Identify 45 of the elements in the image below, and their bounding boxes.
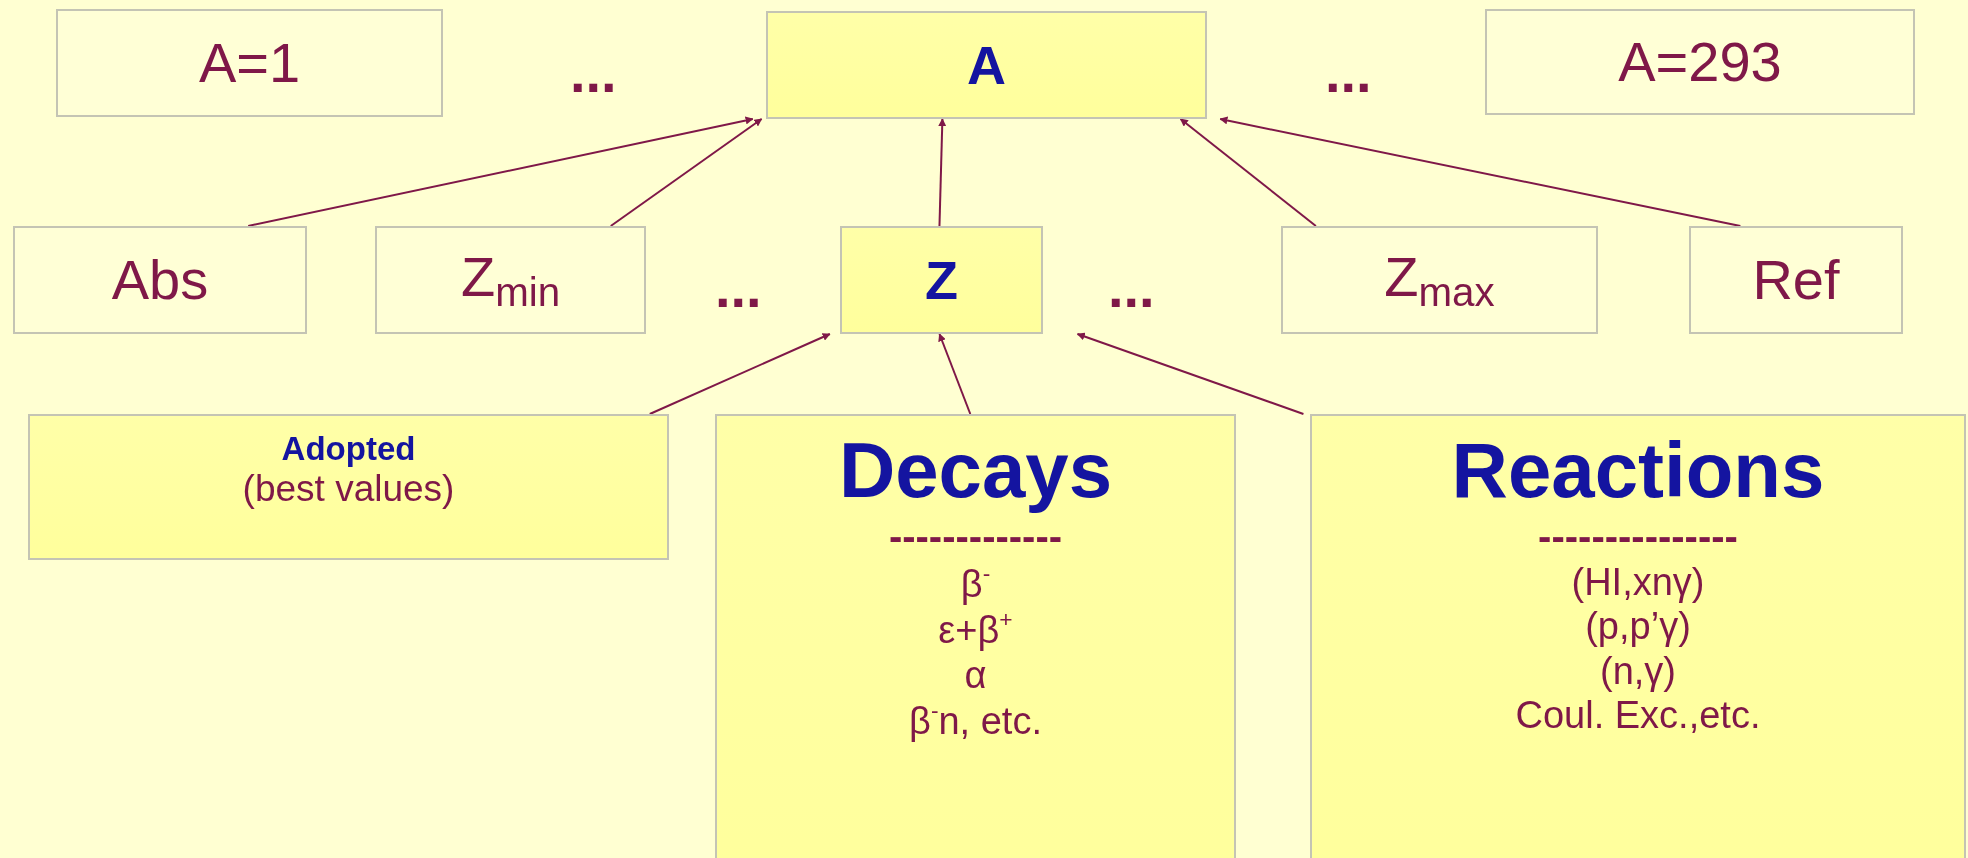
arrow: [1219, 116, 1742, 227]
node-label: A=293: [1618, 29, 1782, 95]
arrow: [1179, 118, 1317, 227]
arrow: [938, 333, 972, 415]
arrow: [938, 118, 947, 227]
highlighted-box: [28, 414, 669, 560]
list-item: (HI,xnγ): [1571, 559, 1705, 605]
arrow: [609, 118, 763, 227]
ellipsis: ...: [715, 255, 762, 320]
arrow: [247, 116, 754, 227]
list-item: α: [964, 652, 987, 698]
dashed-divider-text: ---------------: [1538, 512, 1738, 560]
text-box: [56, 9, 443, 117]
highlighted-box: [715, 414, 1236, 858]
list-item: (p,p’γ): [1585, 604, 1691, 649]
node-subtitle: (best values): [242, 467, 455, 511]
node-title: Z: [925, 248, 958, 312]
list-item: β$^{-}$n, etc.: [909, 697, 1042, 744]
node-title: Reactions: [1451, 430, 1825, 512]
node-label: A=1: [198, 30, 301, 96]
ellipsis: ...: [1325, 40, 1372, 105]
node-label: Z$_{min}$: [460, 244, 561, 316]
highlighted-box: [840, 226, 1043, 334]
ellipsis: ...: [1108, 255, 1155, 320]
text-box: [1485, 9, 1915, 115]
dashed-divider-text: -------------: [888, 513, 1063, 560]
arrow: [1076, 332, 1305, 415]
list-item: ε+β$^{+}$: [938, 606, 1013, 653]
arrow: [648, 333, 831, 415]
list-item: (n,γ): [1600, 648, 1676, 694]
text-box: [13, 226, 307, 334]
node-label: Abs: [111, 247, 209, 313]
node-title: Adopted: [281, 430, 416, 468]
highlighted-box: [1310, 414, 1966, 858]
text-box: [1689, 226, 1903, 334]
ellipsis: ...: [570, 40, 617, 105]
highlighted-box: [766, 11, 1207, 119]
node-label: Ref: [1752, 247, 1840, 313]
node-label: Z$_{max}$: [1384, 244, 1495, 316]
list-item: Coul. Exc.,etc.: [1515, 693, 1761, 738]
text-box: [1281, 226, 1598, 334]
node-title: A: [967, 33, 1006, 97]
text-box: [375, 226, 646, 334]
list-item: β$^{-}$: [960, 559, 991, 607]
node-title: Decays: [838, 430, 1113, 512]
